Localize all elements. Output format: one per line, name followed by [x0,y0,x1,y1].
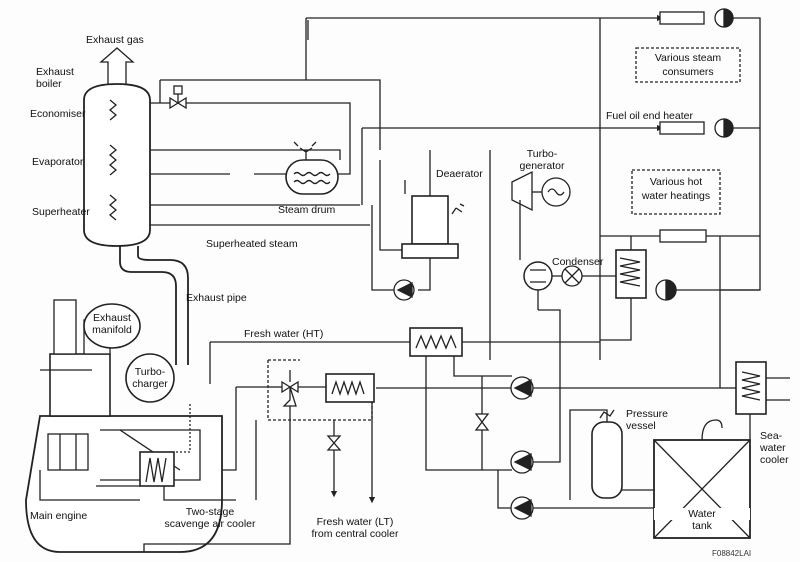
exhaust-pipe [119,246,177,365]
pressure-vessel-label-1: Pressure [626,408,669,420]
water-tank-label-2: tank [692,520,712,532]
water-tank-label-1: Water [654,508,750,520]
makeup-pump [510,496,534,520]
exhaust-boiler-label-2: boiler [36,78,62,90]
deaerator-label: Deaerator [436,168,483,180]
control-valve-economiser [169,85,187,110]
exhaust-boiler-label-1: Exhaust [36,66,74,78]
fresh-water-ht-heat-exchanger [409,327,463,357]
evaporator-label: Evaporator [32,156,84,168]
various-hot-label-2: water heatings [641,190,711,202]
steam-drum [285,159,339,195]
feed-pump-1 [393,279,415,301]
scavenge-air-cooler [139,451,175,487]
various-steam-label-1: Various steam [654,52,722,64]
exhaust-pipe-label: Exhaust pipe [186,292,247,304]
ht-pump [510,376,534,400]
condensate-pump [510,450,534,474]
sea-water-cooler [735,361,767,415]
fresh-water-ht-label: Fresh water (HT) [244,328,324,340]
steam-consumer-heater [659,8,734,28]
superheated-steam-label: Superheated steam [206,238,298,250]
turbocharger-label-1: Turbo- [134,366,166,378]
sea-water-cooler-label-3: cooler [760,454,789,466]
fuel-oil-end-heater-label: Fuel oil end heater [606,110,693,122]
fresh-water-lt-label-2: from central cooler [311,528,399,540]
turbo-generator-label-1: Turbo- [526,148,558,160]
deaerator [401,195,465,259]
economiser-label: Economiser [30,108,86,120]
steam-drum-label: Steam drum [278,204,336,216]
exhaust-manifold [83,303,141,349]
exhaust-gas-arrow [99,47,135,86]
exhaust-boiler [83,83,151,247]
turbo-generator [511,170,571,212]
steam-consumers-box [635,47,741,83]
sea-water-cooler-label-1: Sea- [760,430,783,442]
various-steam-label-2: consumers [662,66,714,78]
pressure-vessel-label-2: vessel [626,420,656,432]
two-stage-label-1: Two-stage [185,506,235,518]
hot-water-heat-exchanger [615,249,647,299]
hot-water-heatings-box [631,169,721,215]
turbocharger [125,353,175,403]
various-hot-label-1: Various hot [649,176,703,188]
hot-water-circulator [655,279,677,301]
turbocharger-label-2: charger [132,378,168,390]
exhaust-gas-label: Exhaust gas [86,34,144,46]
water-tank [653,439,751,539]
exhaust-manifold-label-1: Exhaust [93,312,131,324]
exhaust-manifold-label-2: manifold [92,324,132,336]
figure-id: F08842LAI [712,549,752,558]
lt-heat-exchanger [325,373,375,403]
fuel-oil-heater [659,118,734,138]
turbo-generator-label-2: generator [519,160,565,172]
sea-water-cooler-label-2: water [760,442,786,454]
two-stage-label-2: scavenge air cooler [164,518,256,530]
fresh-water-lt-label-1: Fresh water (LT) [316,516,394,528]
pressure-vessel [591,409,623,499]
condenser-label: Condenser [552,256,604,268]
three-way-valve [281,370,299,407]
superheater-label: Superheater [32,206,90,218]
main-engine-label: Main engine [30,510,88,522]
